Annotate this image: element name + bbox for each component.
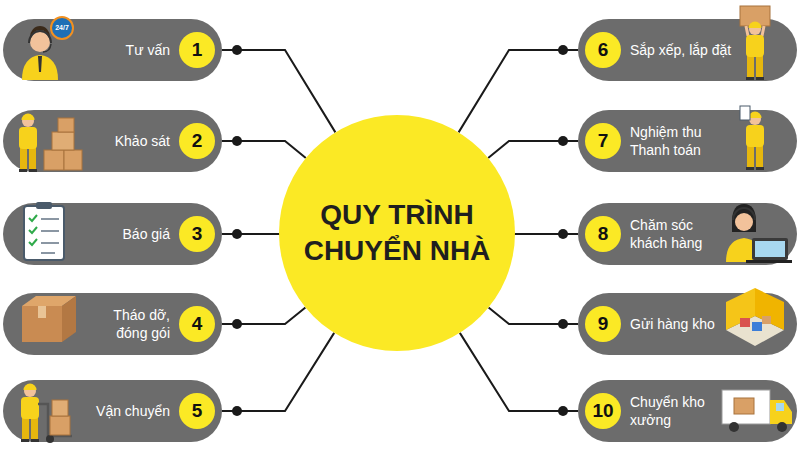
- step-box: Sắp xếp, lắp đặt 6: [578, 19, 797, 81]
- connector-line: [460, 333, 578, 411]
- arranging-icon: [740, 6, 770, 80]
- step-number: 4: [179, 306, 215, 342]
- step-number: 9: [585, 306, 621, 342]
- connector-dot: [558, 229, 568, 239]
- connector-dot: [558, 136, 568, 146]
- connector-dot: [232, 136, 242, 146]
- step-label: Tư vấn: [126, 41, 170, 59]
- quote-icon: [24, 202, 64, 260]
- connector-line: [222, 50, 335, 132]
- step-number: 5: [179, 393, 215, 429]
- step-box: Gửi hàng kho 9: [578, 293, 797, 355]
- connector-dot: [558, 406, 568, 416]
- connector-dot: [232, 406, 242, 416]
- step-box: Tháo dỡ, đóng gói4: [3, 293, 222, 355]
- connector-line: [459, 50, 578, 132]
- step-label: Gửi hàng kho: [630, 315, 715, 333]
- connector-dot: [232, 319, 242, 329]
- survey-icon: [19, 114, 82, 173]
- truck-icon: [722, 390, 792, 432]
- step-number: 2: [179, 123, 215, 159]
- connector-line: [222, 233, 285, 235]
- step-label: Báo giá: [123, 225, 170, 243]
- packing-icon: [22, 296, 76, 342]
- step-box: Chăm sóc khách hàng8: [578, 203, 797, 265]
- step-box: Khảo sát 2: [3, 110, 222, 172]
- connector-dot: [232, 229, 242, 239]
- step-number: 3: [179, 216, 215, 252]
- title-circle: QUY TRÌNH CHUYỂN NHÀ: [279, 115, 515, 351]
- step-label: Nghiệm thu Thanh toán: [630, 123, 718, 159]
- connector-dot: [558, 45, 568, 55]
- step-number: 8: [585, 216, 621, 252]
- acceptance-icon: [740, 106, 764, 170]
- diagram-title: QUY TRÌNH CHUYỂN NHÀ: [297, 197, 497, 269]
- step-label: Tháo dỡ, đóng gói: [106, 306, 170, 342]
- step-box: Vận chuyển 5: [3, 380, 222, 442]
- consultant-icon: [22, 17, 73, 80]
- step-label: Sắp xếp, lắp đặt: [630, 41, 731, 59]
- warehouse-icon: [726, 288, 784, 346]
- step-number: 7: [585, 123, 621, 159]
- connector-dot: [232, 45, 242, 55]
- connector-dot: [558, 319, 568, 329]
- step-number: 1: [179, 32, 215, 68]
- step-box: Báo giá 3: [3, 203, 222, 265]
- badge-text: 24/7: [51, 23, 73, 33]
- step-number: 6: [585, 32, 621, 68]
- step-box: Nghiệm thu Thanh toán7: [578, 110, 797, 172]
- transport-icon: [21, 384, 72, 444]
- step-label: Chăm sóc khách hàng: [630, 216, 722, 252]
- step-label: Chuyển kho xưởng: [630, 393, 710, 429]
- step-box: Chuyển kho xưởng10: [578, 380, 797, 442]
- step-box: Tư vấn 1: [3, 19, 222, 81]
- customer-care-icon: [726, 204, 792, 263]
- step-number: 10: [585, 393, 621, 429]
- step-label: Vận chuyển: [96, 402, 170, 420]
- step-label: Khảo sát: [115, 132, 170, 150]
- connector-line: [222, 333, 334, 411]
- badge-circle: [51, 17, 73, 39]
